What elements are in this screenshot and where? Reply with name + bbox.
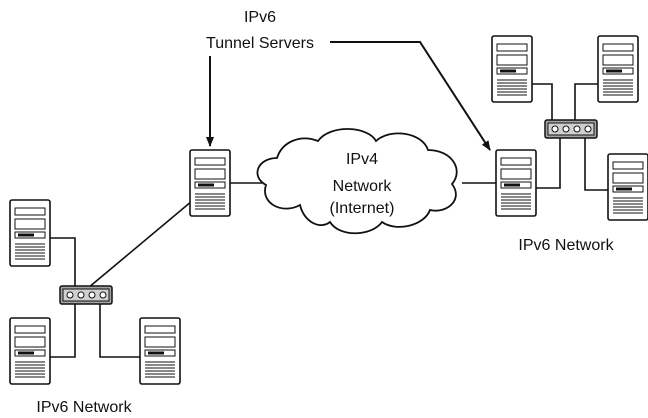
right-network-server-top-left [491, 35, 533, 103]
connection-lines [44, 83, 620, 358]
right-network-label: IPv6 Network [518, 237, 614, 254]
left-tunnel-server [189, 149, 231, 217]
tunnel-servers-label: Tunnel Servers [206, 35, 314, 52]
right-network-server-bottom-right [607, 153, 648, 221]
link-left-top-server [44, 237, 76, 288]
arrow-to-right-tunnel-server [330, 41, 491, 151]
link-left-hub-to-tunnel-server [87, 200, 193, 289]
left-network-label: IPv6 Network [36, 399, 132, 416]
cloud-label-internet: (Internet) [330, 200, 395, 217]
right-hub [544, 119, 598, 139]
link-left-bottom-left-server [44, 302, 76, 358]
link-right-top-left-server [532, 83, 553, 120]
ipv4-internet-cloud [256, 128, 458, 235]
link-left-bottom-right-server [99, 302, 140, 358]
link-right-top-right-server [574, 83, 598, 120]
left-network-server-top [9, 199, 51, 267]
left-network-server-bottom-right [139, 317, 181, 385]
right-tunnel-server [495, 149, 537, 217]
cloud-label-network: Network [333, 178, 393, 195]
cloud-label-ipv4: IPv4 [346, 151, 378, 168]
ipv6-title-label: IPv6 [244, 9, 276, 26]
right-network-server-top-right [597, 35, 639, 103]
left-hub [59, 285, 113, 305]
link-right-tunnel-to-hub [536, 134, 561, 189]
left-network-server-bottom-left [9, 317, 51, 385]
